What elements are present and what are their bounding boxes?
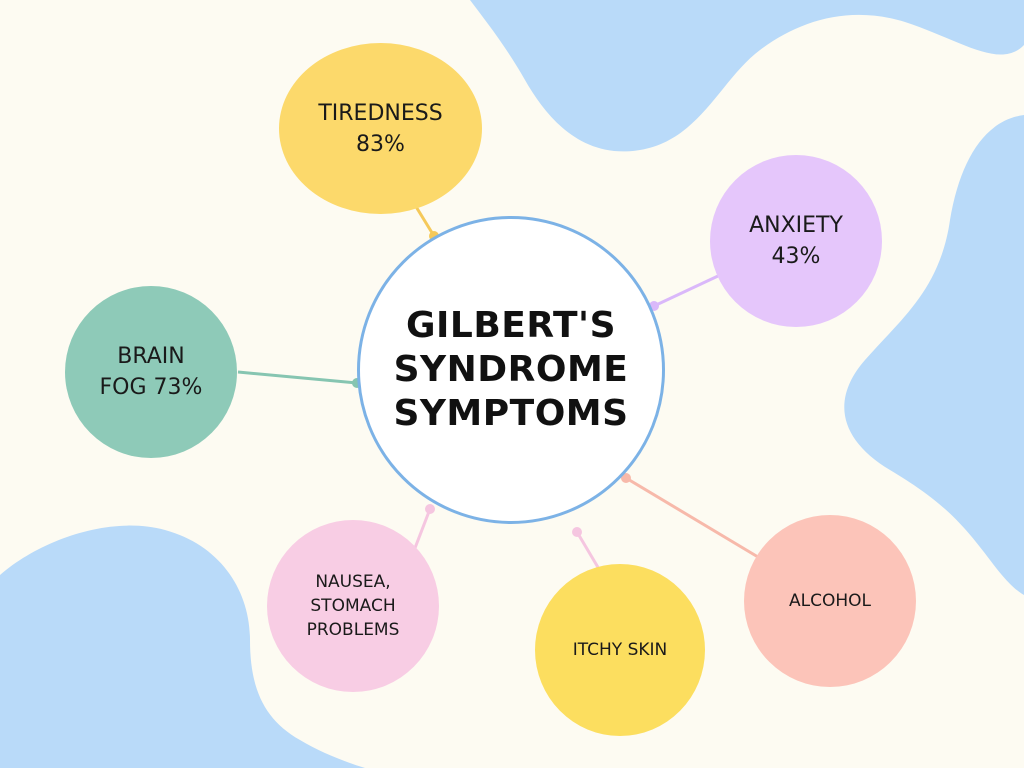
node-anxiety: ANXIETY 43% [710, 155, 882, 327]
connector-dot-itchy-skin [572, 527, 582, 537]
node-alcohol: ALCOHOL [744, 515, 916, 687]
node-itchy-skin: ITCHY SKIN [535, 564, 705, 736]
connector-dot-alcohol [621, 473, 631, 483]
connector-dot-nausea [425, 504, 435, 514]
node-brain-fog: BRAIN FOG 73% [65, 286, 237, 458]
node-itchy-skin-label: ITCHY SKIN [572, 640, 668, 660]
connector-brain-fog [237, 370, 358, 385]
background-blob-bottom-left [0, 525, 365, 768]
node-nausea: NAUSEA, STOMACH PROBLEMS [267, 520, 439, 692]
connector-nausea [413, 508, 432, 549]
central-topic-title: GILBERT'S SYNDROME SYMPTOMS [393, 305, 629, 434]
central-topic-circle: GILBERT'S SYNDROME SYMPTOMS [357, 216, 665, 524]
node-alcohol-label: ALCOHOL [789, 591, 871, 611]
background-blob-top [470, 0, 1024, 152]
node-anxiety-label: ANXIETY 43% [749, 213, 843, 269]
connector-alcohol [625, 476, 759, 559]
connector-tiredness [413, 204, 436, 237]
node-brain-fog-label: BRAIN FOG 73% [99, 344, 203, 400]
connector-anxiety [653, 274, 719, 308]
background-blob-right [844, 115, 1024, 595]
node-tiredness: TIREDNESS 83% [279, 43, 482, 214]
node-nausea-label: NAUSEA, STOMACH PROBLEMS [306, 572, 400, 640]
node-tiredness-label: TIREDNESS 83% [318, 100, 443, 157]
